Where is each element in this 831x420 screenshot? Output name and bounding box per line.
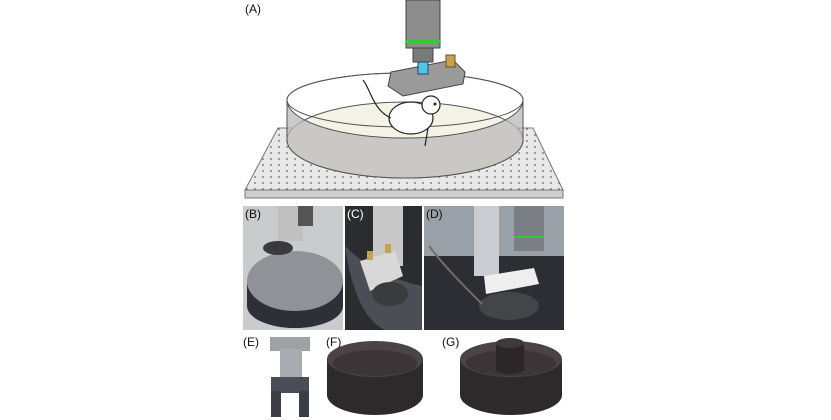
panel-label-g: (G) xyxy=(442,335,460,349)
panel-c-photo: (C) xyxy=(345,206,422,330)
mouse-standing-head-fixed-photo xyxy=(424,206,564,330)
head-fixation-closeup-photo xyxy=(345,206,422,330)
panel-label-c: (C) xyxy=(347,207,364,221)
mouse-in-arena-photo xyxy=(247,206,343,328)
panel-label-f: (F) xyxy=(326,335,342,349)
panel-a-schematic: (A) xyxy=(243,0,565,205)
annular-arena-3d-print-photo xyxy=(460,338,562,415)
panel-e-photo: (E) xyxy=(243,335,315,419)
panel-label-d: (D) xyxy=(426,207,443,221)
panel-label-a: (A) xyxy=(245,2,261,16)
mouse xyxy=(388,101,434,135)
open-arena-3d-print-photo xyxy=(327,341,423,415)
panel-f-photo: (F) xyxy=(322,335,424,419)
arena-wall xyxy=(286,99,524,179)
panel-label-b: (B) xyxy=(245,207,261,221)
head-fixed-mouse-arena-illustration xyxy=(244,0,564,199)
panel-label-e: (E) xyxy=(243,335,259,349)
head-holder-part-photo xyxy=(270,337,310,417)
brass-screw xyxy=(445,54,456,68)
panel-d-photo: (D) xyxy=(424,206,564,330)
panel-b-photo: (B) xyxy=(243,206,343,330)
panel-g-photo: (G) xyxy=(440,335,564,419)
